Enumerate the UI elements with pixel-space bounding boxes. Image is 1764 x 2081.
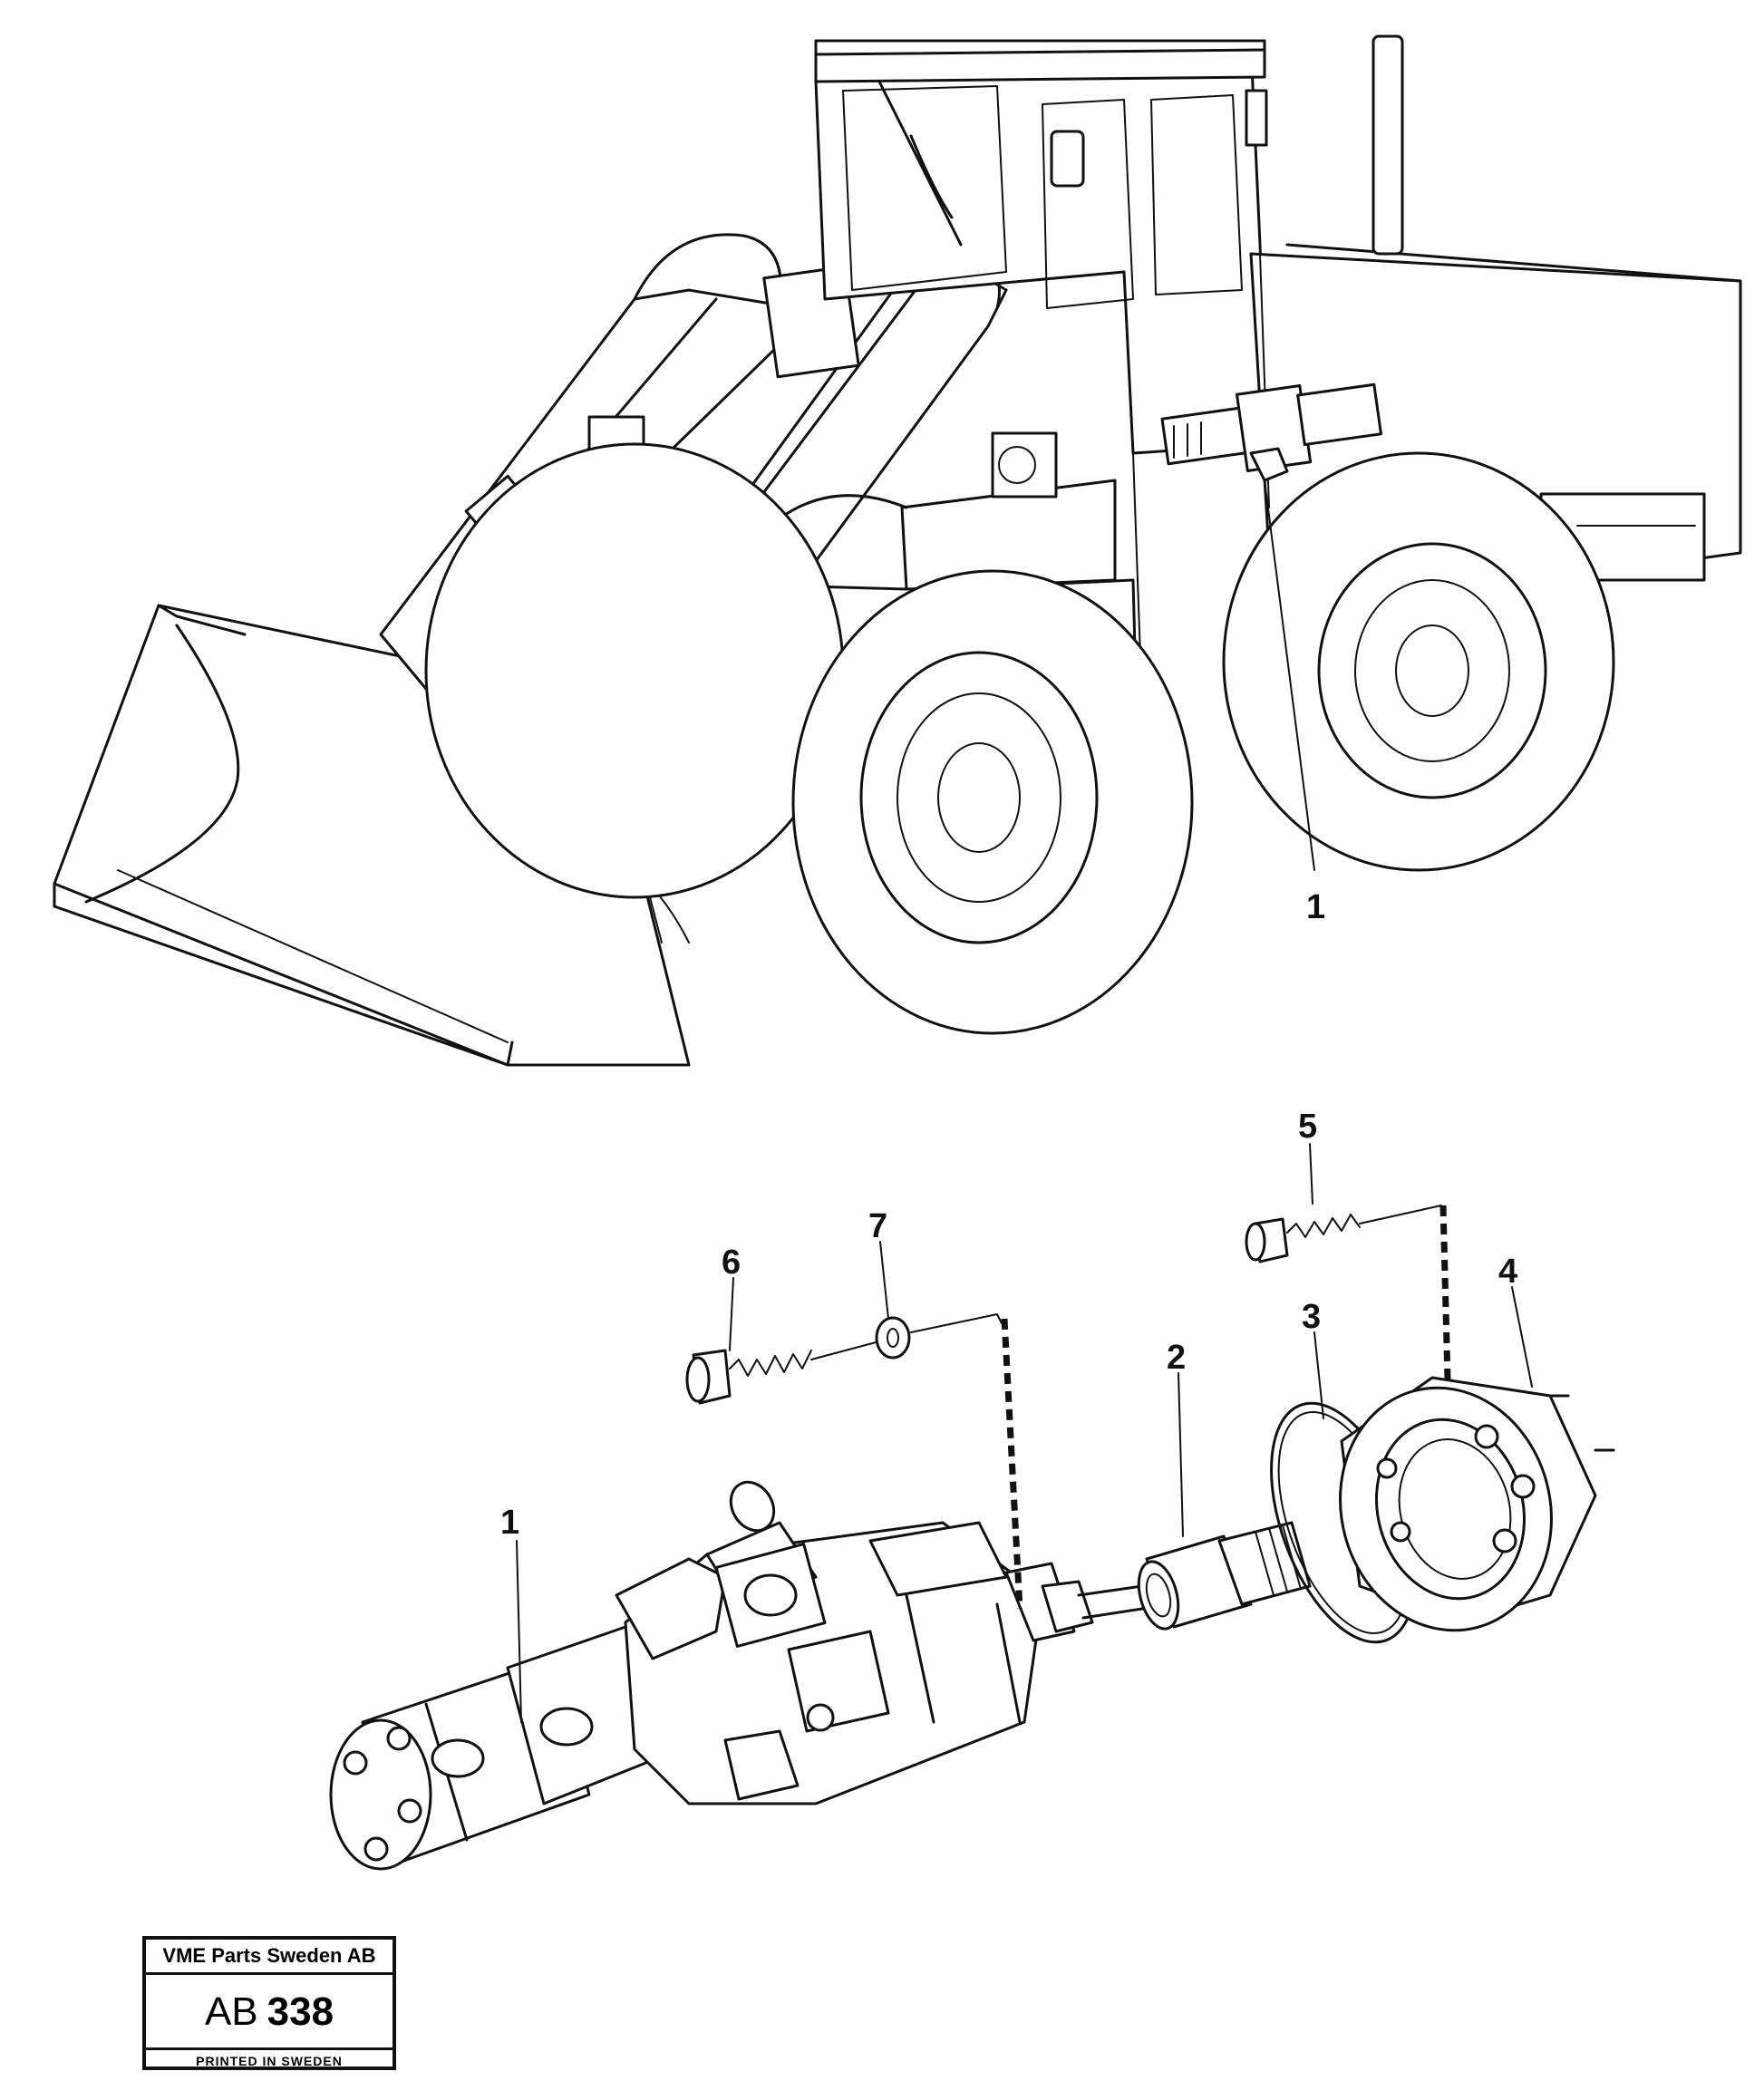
stamp-footer: PRINTED IN SWEDEN [146,2047,393,2072]
callout-1-top: 1 [1306,888,1325,926]
loader-wheel-front [791,569,1194,1035]
part-4-housing [1339,1376,1615,1632]
leader-line-6 [729,1277,734,1351]
leader-line-5 [1309,1143,1313,1205]
callout-6: 6 [722,1244,741,1282]
stamp-code-number: 338 [267,1989,334,2034]
callout-3: 3 [1302,1298,1321,1336]
leader-line-4 [1511,1286,1533,1388]
stamp-company: VME Parts Sweden AB [146,1940,393,1975]
leader-line-1-bottom [516,1540,522,1723]
wheel-loader-illustration [53,34,1742,1067]
callout-7: 7 [868,1207,887,1245]
callout-4: 4 [1498,1253,1517,1291]
loader-wheel-rear-left [424,442,845,899]
hydraulic-pump-assembly [329,1480,1144,1871]
pump-location-on-loader [1160,382,1382,482]
callout-2: 2 [1167,1339,1186,1377]
stamp-code-prefix: AB [204,1989,258,2034]
leader-line-2 [1178,1372,1184,1537]
loader-cab [814,39,1271,455]
leader-line-1-top [1264,479,1315,871]
loader-wheel-rear [1222,451,1615,872]
part-7-washer [875,1313,1003,1360]
part-6-bolt [685,1341,880,1405]
part-5-bolt [1245,1205,1442,1263]
part-2-coupling [1137,1521,1312,1631]
callout-1-bottom: 1 [500,1504,519,1542]
dashed-guide-bolt-6 [1001,1318,1023,1610]
callout-5: 5 [1298,1108,1317,1146]
leader-line-3 [1313,1331,1324,1419]
leader-line-7 [879,1241,889,1320]
